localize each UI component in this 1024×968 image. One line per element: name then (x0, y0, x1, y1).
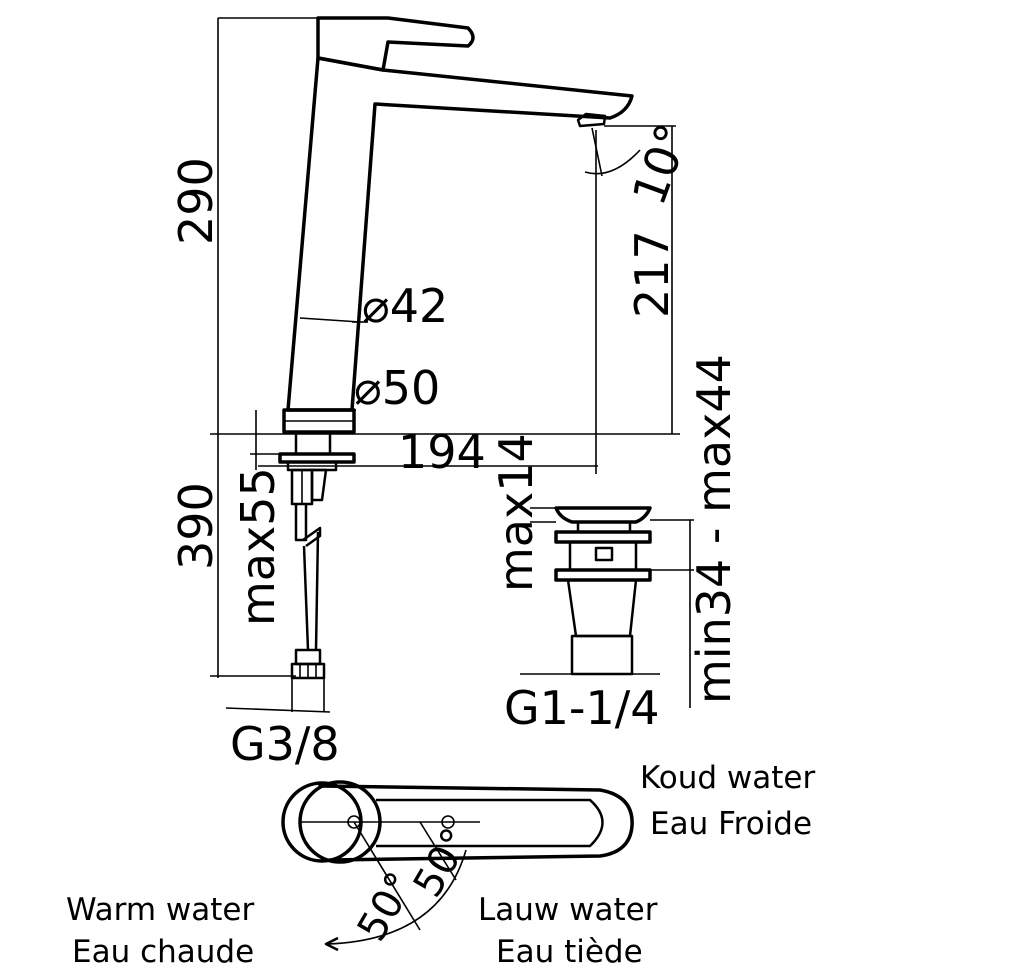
label-waste-max-thickness: max14 (489, 433, 543, 592)
label-spout-reach: 194 (398, 425, 486, 479)
label-spout-height: 217 (625, 230, 679, 318)
label-tepid-nl: Lauw water (478, 892, 658, 928)
label-waste-range: min34 - max44 (687, 354, 741, 704)
label-spout-tilt: 10° (622, 117, 701, 212)
label-max-deck-thickness: max55 (231, 467, 285, 626)
faucet-side-view (278, 16, 634, 680)
label-height-below-deck: 390 (169, 482, 223, 570)
dimension-lines (210, 17, 680, 713)
waste-drain (520, 506, 694, 708)
label-warm-fr: Eau chaude (72, 934, 254, 968)
label-waste-thread: G1-1/4 (504, 681, 660, 735)
label-tepid-fr: Eau tiède (496, 934, 643, 968)
label-cold-fr: Eau Froide (650, 806, 812, 842)
water-labels: Koud water Eau Froide Warm water Eau cha… (66, 760, 816, 968)
label-cold-nl: Koud water (640, 760, 816, 796)
faucet-top-view (281, 780, 634, 952)
label-body-diameter-base: ⌀50 (354, 361, 440, 415)
label-inlet-thread: G3/8 (230, 717, 340, 771)
label-warm-nl: Warm water (66, 892, 254, 928)
label-body-diameter-top: ⌀42 (362, 279, 448, 333)
label-height-above-deck: 290 (169, 157, 223, 245)
